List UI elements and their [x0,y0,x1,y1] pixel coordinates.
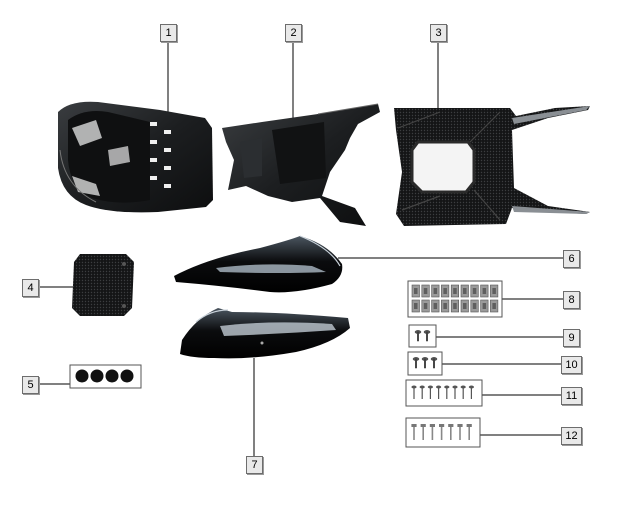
bolts-set-icon [405,417,481,448]
bolt-shank [459,427,461,440]
callout-2: 2 [285,24,302,42]
bolt-head [439,424,445,427]
bolt-shank [450,427,452,440]
clip-nut-hole [482,288,487,294]
screw-shank [429,387,431,399]
callout-4: 4 [22,279,39,297]
callout-11: 11 [561,387,582,405]
clip-nut-hole [443,288,447,294]
clip-nut-hole [453,303,457,309]
clip-nut-hole [472,303,477,309]
clip-nut-hole [463,288,467,294]
footrest-floor-panel-icon [394,106,590,226]
callout-1: 1 [160,24,177,42]
bolt-head [457,424,463,427]
clip-nut-hole [433,303,438,309]
clip-nut-hole [492,303,496,309]
bolt-shank [468,427,470,440]
leader-lines [38,40,563,456]
screw-shank [462,387,464,399]
floor-tunnel-panel-icon [222,103,380,226]
clip-nut-hole [433,288,438,294]
clip-nuts-icon [407,280,503,318]
callout-7: 7 [246,456,263,474]
screws-set-icon [405,379,483,407]
front-inner-panel-icon [58,101,213,213]
clip-nut-hole [443,303,447,309]
screw-shank [438,387,440,399]
callout-3: 3 [430,24,447,42]
bolt-shank [413,427,415,440]
lower-side-cover-icon [180,308,350,359]
screws-pair-icon [408,324,437,348]
bolt-head [411,424,417,427]
bolt-head [429,424,435,427]
clip-nut-hole [423,288,428,294]
screw-shank [470,387,472,399]
round-rubber-pads-icon [69,364,142,389]
screw-shank [421,387,423,399]
screw-shank [454,387,456,399]
foam-pad-icon [72,254,134,316]
clip-nut-hole [482,303,487,309]
bolt-head [420,424,426,427]
clip-nut-hole [414,288,418,294]
clip-nut-hole [463,303,467,309]
callout-5: 5 [22,376,39,394]
screw-shank [413,387,415,399]
bolt-shank [422,427,424,440]
bolt-head [466,424,472,427]
clip-nut-hole [423,303,428,309]
bolt-shank [440,427,443,440]
upper-side-cover-icon [174,235,343,293]
screws-trio-icon [407,351,443,376]
callout-9: 9 [563,329,580,347]
clip-nut-hole [472,288,477,294]
callout-6: 6 [563,250,580,268]
bolt-shank [431,427,434,440]
bolt-head [448,424,454,427]
clip-nut-hole [414,303,418,309]
clip-nut-hole [453,288,457,294]
callout-12: 12 [561,427,582,445]
screw-shank [446,387,448,399]
callout-8: 8 [563,291,580,309]
callout-10: 10 [561,356,582,374]
clip-nut-hole [492,288,496,294]
